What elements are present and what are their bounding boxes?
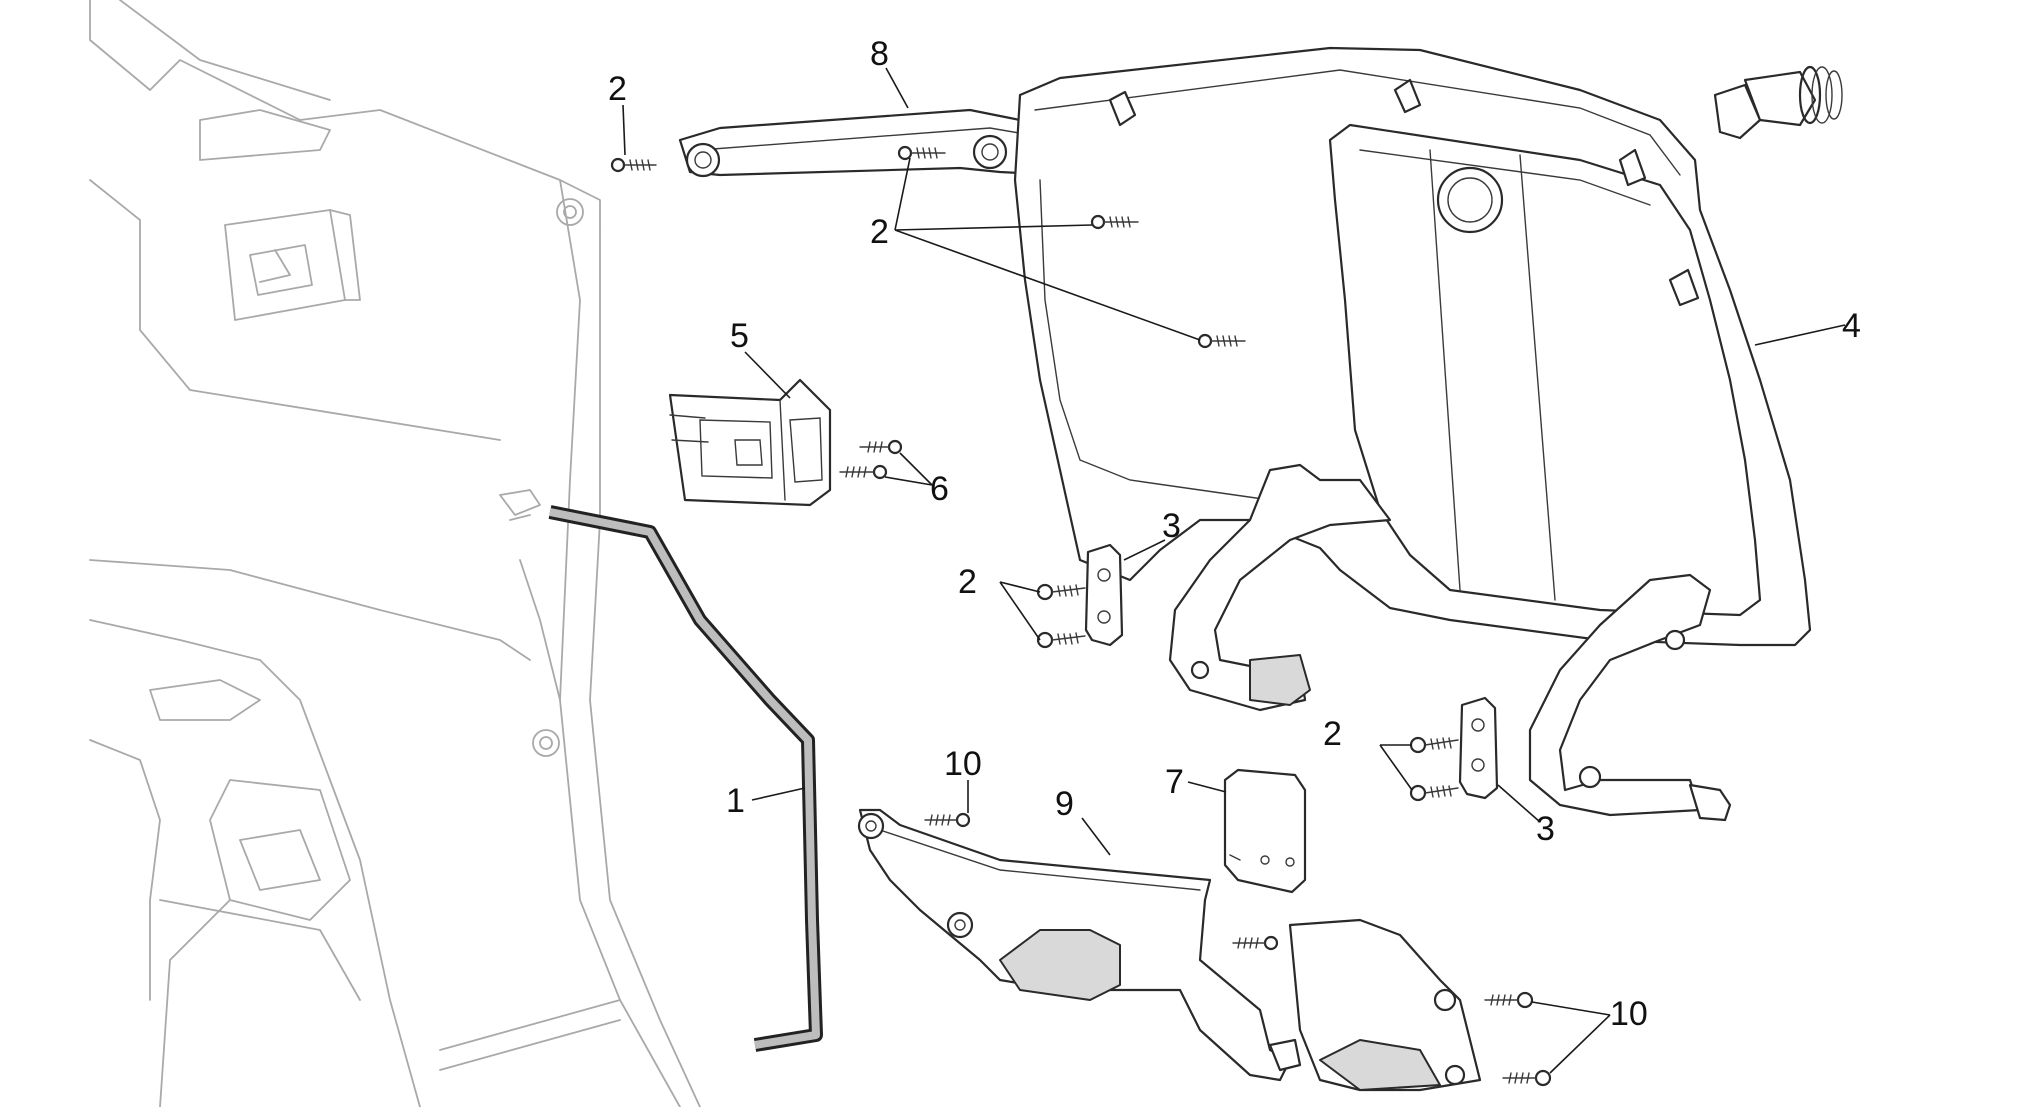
screw-cover-right-1 xyxy=(1484,991,1534,1009)
callout-4: 4 xyxy=(1842,307,1861,345)
callout-2-mid-left: 2 xyxy=(958,563,977,601)
bulb-socket-icon xyxy=(1713,65,1843,140)
callout-6: 6 xyxy=(930,470,949,508)
screw-icon xyxy=(610,145,1552,1087)
callout-2-mid-right: 2 xyxy=(1323,715,1342,753)
screw-top-left xyxy=(610,157,657,173)
screw-bracket-lower-2 xyxy=(1409,784,1459,802)
callout-labels: 2 8 2 4 5 6 3 2 1 10 9 7 2 3 10 xyxy=(608,35,1861,1033)
switch-unit-part xyxy=(668,378,832,507)
screw-rail-2 xyxy=(1090,214,1139,230)
lower-cover-part xyxy=(857,808,1482,1092)
screw-bracket-upper-1 xyxy=(1036,583,1086,601)
screw-cover-mid xyxy=(1232,935,1279,951)
callout-5: 5 xyxy=(730,317,749,355)
screw-cover-right-2 xyxy=(1502,1069,1552,1087)
luggage-rack-frame-part xyxy=(1013,46,1812,822)
callout-2-top-left: 2 xyxy=(608,70,627,108)
small-cover-panel-part xyxy=(1223,768,1307,894)
screw-cover-top xyxy=(924,812,971,828)
callout-2-top-center: 2 xyxy=(870,213,889,251)
leader-lines xyxy=(622,67,1846,1074)
callout-1: 1 xyxy=(726,782,745,820)
callout-3-lower: 3 xyxy=(1536,810,1555,848)
screw-rail-3 xyxy=(1197,333,1246,349)
ghost-body-panel xyxy=(89,0,701,1107)
callout-3-upper: 3 xyxy=(1162,507,1181,545)
callout-9: 9 xyxy=(1055,785,1074,823)
seal-strip-icon xyxy=(548,505,823,1052)
bracket-plate-icon xyxy=(1084,543,1499,800)
screw-bracket-lower-1 xyxy=(1409,736,1459,754)
screw-switch-2 xyxy=(839,464,888,480)
callout-7: 7 xyxy=(1165,763,1184,801)
screw-bracket-upper-2 xyxy=(1036,631,1086,649)
callout-8: 8 xyxy=(870,35,889,73)
callout-10-top: 10 xyxy=(944,745,982,783)
screw-rail-1 xyxy=(897,145,946,161)
screw-switch-1 xyxy=(859,439,903,455)
callout-10-bottom-right: 10 xyxy=(1610,995,1648,1033)
